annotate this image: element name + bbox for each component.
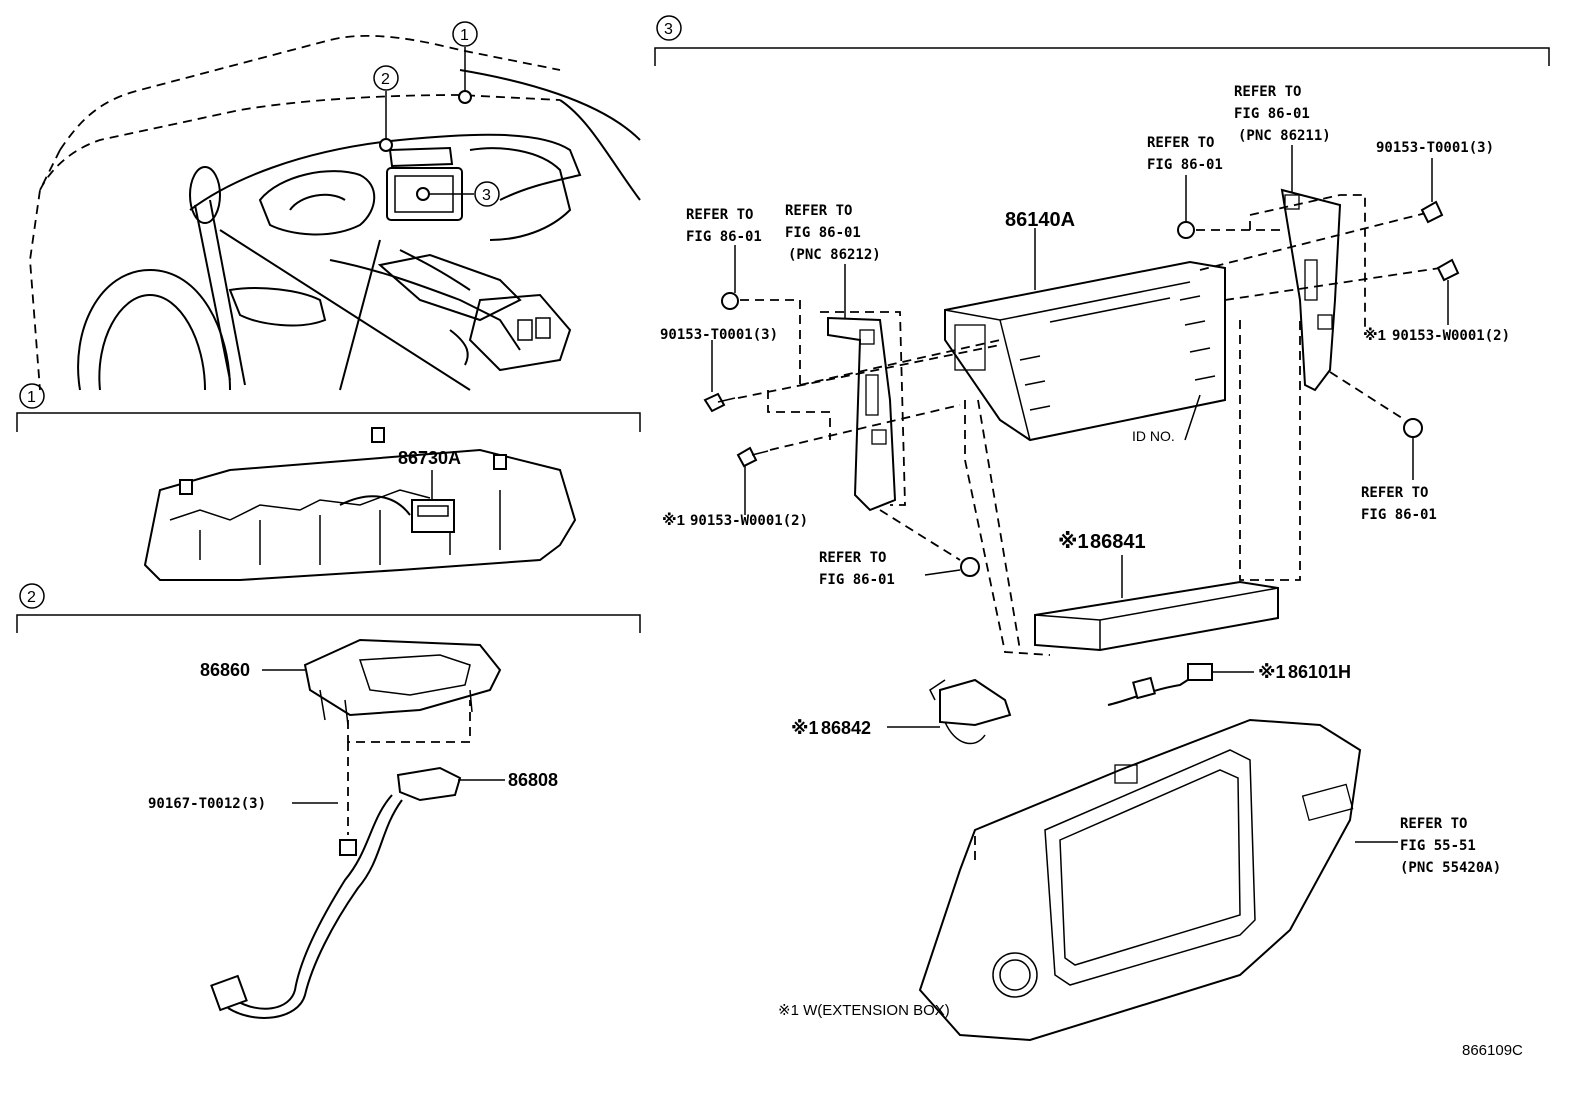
screw-90153-W-right [1436,258,1460,282]
label-90167: 90167-T0012(3) [148,796,266,812]
left-bracket [827,316,897,512]
svg-text:REFER TO: REFER TO [1147,135,1214,151]
label-86841-mark: ※1 [1058,531,1089,553]
label-86841: 86841 [1090,531,1146,553]
section-1-callout [19,383,45,409]
overview-callout-1-text: 1 [460,27,469,44]
svg-text:FIG 86-01: FIG 86-01 [1234,106,1310,122]
section-3-callout [656,15,682,41]
label-90153-W-right-mark: ※1 [1363,326,1386,344]
svg-text:FIG 86-01: FIG 86-01 [819,572,895,588]
label-id-no: ID NO. [1132,428,1175,444]
label-86842-mark: ※1 [791,718,819,738]
clip-left [721,292,739,310]
svg-text:(PNC 86212): (PNC 86212) [788,247,881,263]
figure-code: 866109C [1462,1042,1523,1059]
label-86101H: 86101H [1288,662,1351,682]
label-86842: 86842 [821,718,871,738]
section-2-callout [19,583,45,609]
svg-text:(PNC 86211): (PNC 86211) [1238,128,1331,144]
svg-text:(PNC 55420A): (PNC 55420A) [1400,860,1501,876]
svg-text:FIG 86-01: FIG 86-01 [686,229,762,245]
overview-callout-1 [452,21,478,47]
svg-text:REFER TO: REFER TO [1234,84,1301,100]
svg-text:FIG 86-01: FIG 86-01 [785,225,861,241]
svg-text:FIG 55-51: FIG 55-51 [1400,838,1476,854]
footnote: ※1 W(EXTENSION BOX) [778,1002,950,1019]
section-2: 2 86860 90167-T0012(3) 86808 [16,583,641,1019]
overview-callout-2 [373,65,399,91]
svg-text:REFER TO: REFER TO [819,550,886,566]
section-1: 1 86730A [16,383,641,581]
instrument-panel-part [143,448,577,581]
harness-cable [234,794,393,1010]
label-86101H-mark: ※1 [1258,662,1286,682]
label-86808: 86808 [508,770,558,790]
svg-text:REFER TO: REFER TO [1361,485,1428,501]
section-3: 3 86140A ID NO. ※1 8 [654,15,1550,1042]
clip-lower-left [960,557,980,577]
part-90167-bolt [339,839,357,856]
part-86140A [944,260,1226,442]
screw-90153-T-left [703,392,726,413]
label-86860: 86860 [200,660,250,680]
label-86730A: 86730A [398,448,461,468]
refer-r6: REFER TO FIG 86-01 [1361,485,1437,523]
svg-text:REFER TO: REFER TO [1400,816,1467,832]
label-90153-W-left: 90153-W0001(2) [690,513,808,529]
part-86841 [1034,580,1279,652]
dashboard-overview: 1 2 3 [29,21,641,391]
svg-text:FIG 86-01: FIG 86-01 [1361,507,1437,523]
svg-text:FIG 86-01: FIG 86-01 [1147,157,1223,173]
label-90153-T-right: 90153-T0001(3) [1376,140,1494,156]
refer-r2: REFER TO FIG 86-01 (PNC 86212) [785,203,881,263]
refer-r4: REFER TO FIG 86-01 (PNC 86211) [1234,84,1331,144]
part-86808 [396,766,462,802]
screw-90153-W-left [736,446,758,468]
label-90153-T-left: 90153-T0001(3) [660,327,778,343]
clip-lower-right [1403,418,1423,438]
section-3-number: 3 [664,21,673,38]
label-86140A: 86140A [1005,209,1075,231]
label-90153-W-right: 90153-W0001(2) [1392,328,1510,344]
refer-r3: REFER TO FIG 86-01 [819,550,895,588]
section-2-number: 2 [27,589,36,606]
refer-r7: REFER TO FIG 55-51 (PNC 55420A) [1400,816,1501,876]
refer-r5: REFER TO FIG 86-01 [1147,135,1223,173]
bezel-panel [918,718,1362,1042]
refer-r1: REFER TO FIG 86-01 [686,207,762,245]
overview-callout-2-text: 2 [381,71,390,88]
overview-callout-3-text: 3 [482,187,491,204]
section-1-number: 1 [27,389,36,406]
screw-90153-T-right [1420,200,1444,224]
clip-upper-right [1177,221,1195,239]
svg-text:REFER TO: REFER TO [785,203,852,219]
svg-text:REFER TO: REFER TO [686,207,753,223]
overview-callout-3 [474,181,500,207]
part-86842 [939,678,1012,727]
label-90153-W-left-mark: ※1 [662,511,685,529]
right-bracket [1280,188,1342,392]
